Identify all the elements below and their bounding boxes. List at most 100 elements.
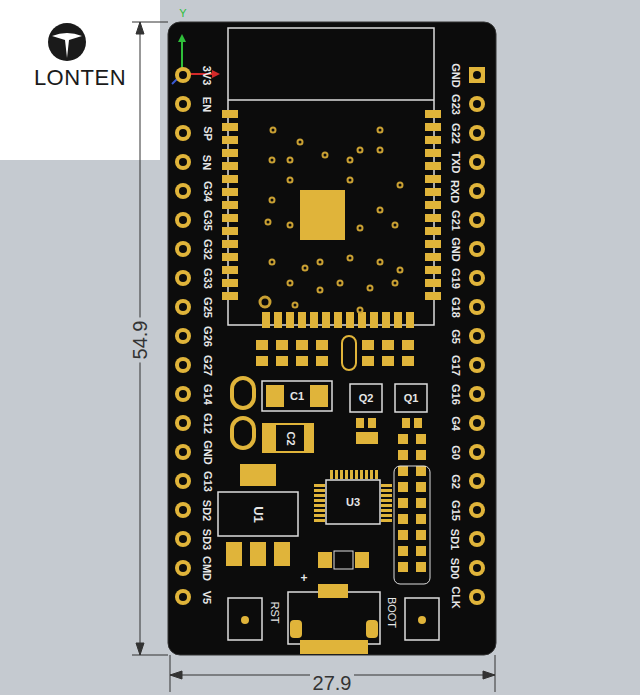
module-pad [298,312,306,328]
chip-pin [360,470,363,479]
module-pad [286,312,294,328]
module-pad [222,123,238,131]
header-pad [469,589,485,605]
pin-name: G32 [201,239,212,260]
module-pad [425,149,441,157]
header-pad [469,357,485,373]
pin-name: V5 [202,590,213,603]
module-pad [222,279,238,287]
via [348,178,353,183]
module-pad [425,136,441,144]
module-pad [425,214,441,222]
part-name: U3 [346,497,360,508]
header-hole [179,187,187,195]
header-hole [473,129,481,137]
pin-name: G25 [201,297,212,318]
chip-pin [381,514,392,517]
resistor-pad [398,498,408,508]
pin-name: G19 [449,268,460,289]
pin-name: GND [449,237,460,261]
via [348,256,353,261]
pin-name: G14 [201,384,212,405]
resistor-outline [394,466,430,584]
header-hole [179,100,187,108]
button-name: BOOT [386,596,397,627]
module-pad [358,312,366,328]
header-hole [473,216,481,224]
via [378,208,383,213]
pin-name: SD2 [202,499,213,520]
via [288,158,293,163]
part-name: Q1 [404,393,419,404]
header-hole [179,419,187,427]
module-pad [310,312,318,328]
chip-pin [314,484,325,487]
module-pad [222,201,238,209]
chip-pin [381,499,392,502]
resistor-pad [416,482,426,492]
module-pad [322,312,330,328]
module-pad [394,312,402,328]
module-pad [425,292,441,300]
header-hole [473,245,481,253]
via [378,148,383,153]
chip-pin [314,519,325,522]
pin-name: G0 [450,445,461,460]
via [393,281,398,286]
pin-name: SP [202,126,213,141]
resistor-pad [416,562,426,572]
module-pad [222,162,238,170]
module-pad [222,240,238,248]
pin-name: CLK [449,586,460,609]
pin-name: G12 [201,413,212,434]
polarity-mark: + [300,572,307,584]
header-pad [469,386,485,402]
part-name: U1 [252,506,265,523]
header-hole [179,535,187,543]
header-pad [469,154,485,170]
via [358,308,363,313]
pin-name: G2 [450,474,461,489]
module-pad [425,266,441,274]
chip-pin [340,470,343,479]
chip-pin [375,470,378,479]
chip-pin [350,470,353,479]
resistor-pad [416,514,426,524]
module-pad [425,162,441,170]
header-hole [473,100,481,108]
header-pad [469,444,485,460]
pin-name: G27 [201,355,212,376]
module-pad [382,312,390,328]
pin-name: G13 [201,471,212,492]
header-pad [469,125,485,141]
resistor-pad [416,498,426,508]
module-pad [425,240,441,248]
brand-logo: LONTEN [34,67,126,89]
header-hole [179,303,187,311]
header-hole [473,187,481,195]
header-hole [179,216,187,224]
header-pad [175,589,191,605]
header-pad [175,357,191,373]
part-name: C1 [290,391,304,402]
resistor-pad [398,562,408,572]
header-pad [469,473,485,489]
part-name: C2 [285,431,296,445]
chip-pin [381,489,392,492]
via [378,260,383,265]
module-pad [425,201,441,209]
chip-pin [335,470,338,479]
module-pad [425,188,441,196]
header-hole [179,158,187,166]
part-name: Q2 [359,393,374,404]
chip-pin [314,504,325,507]
via [398,268,403,273]
module-pad [222,266,238,274]
header-hole [179,477,187,485]
chip-pin [381,504,392,507]
via [298,140,303,145]
header-hole [473,71,481,79]
via [270,158,275,163]
chip-pin [381,509,392,512]
